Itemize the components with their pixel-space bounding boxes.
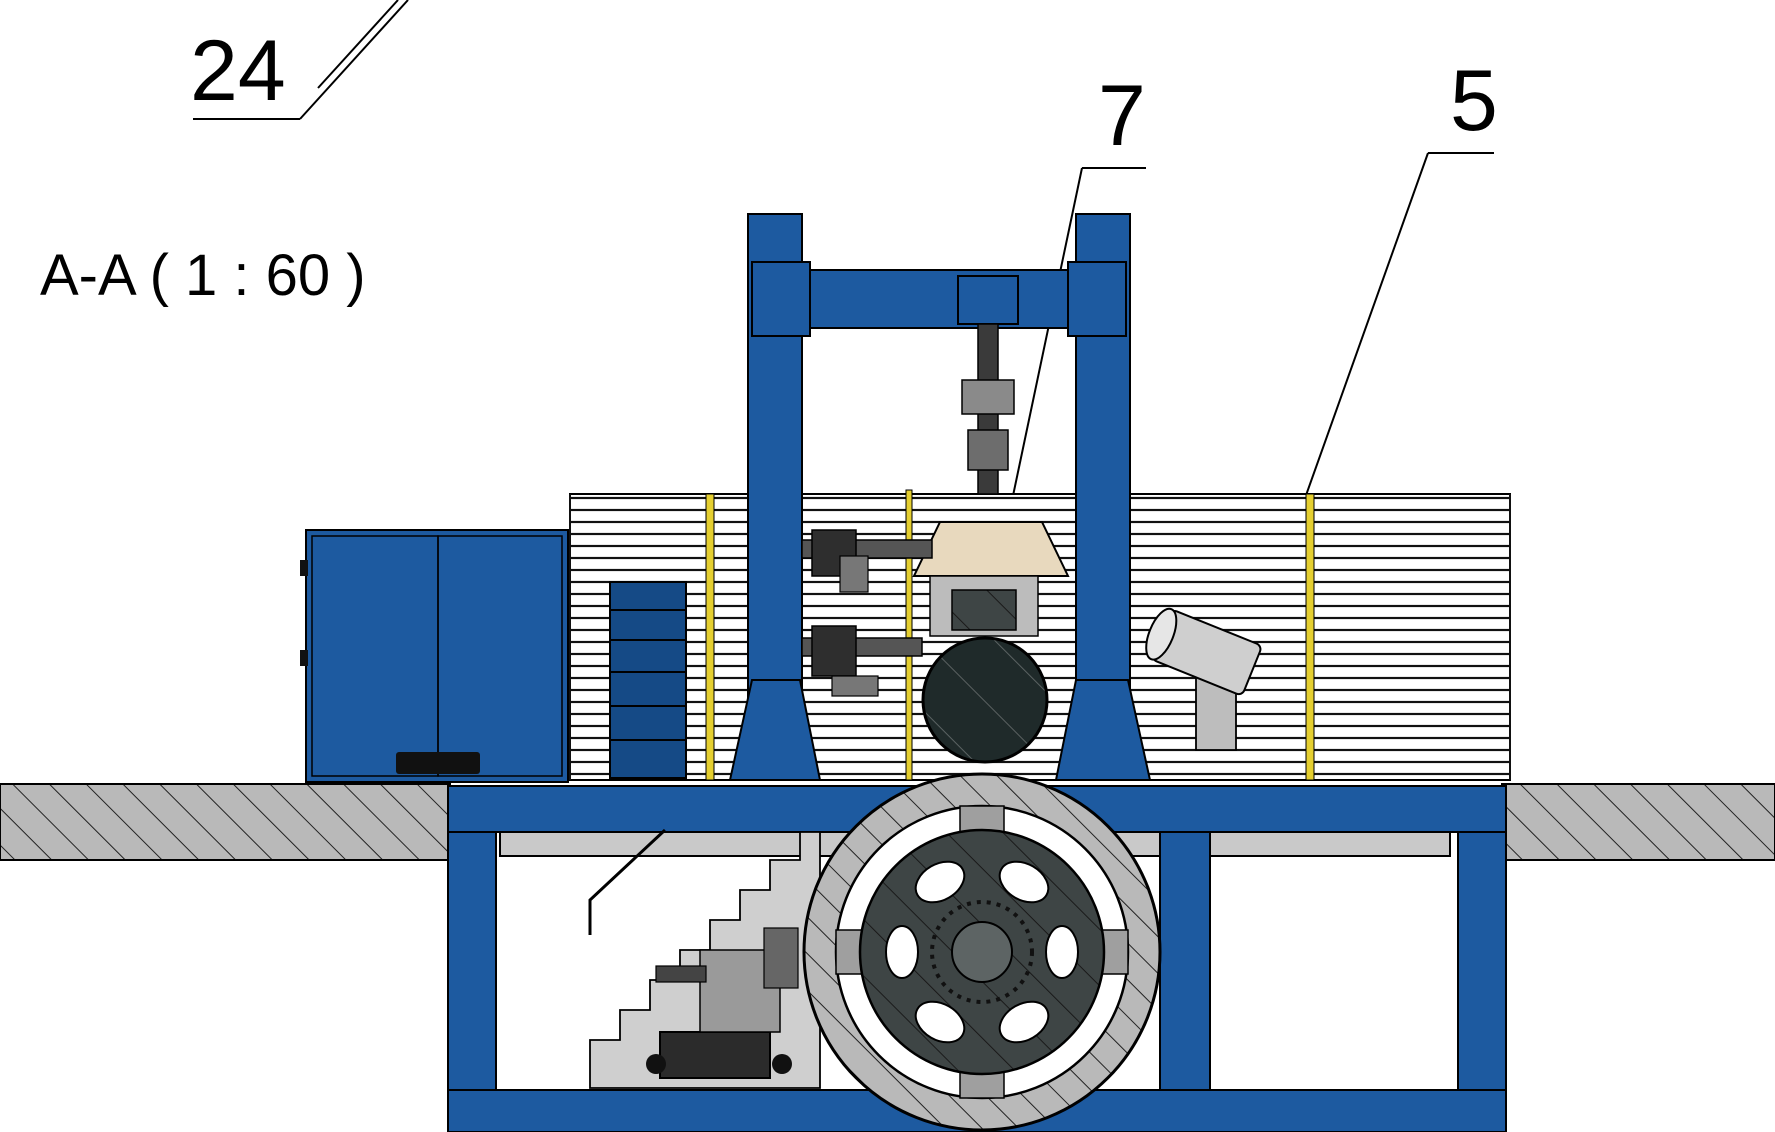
gantry-frame [728, 213, 1152, 781]
fence-post-yellow-1 [705, 493, 715, 781]
callout-7-label: 7 [1098, 68, 1146, 164]
center-tank [921, 636, 1049, 764]
ground-slab-left [0, 783, 451, 861]
fence-post-yellow-3 [905, 489, 913, 781]
camera-lens [1145, 607, 1178, 661]
callout-7-leader [1009, 167, 1083, 511]
cabinet-hinge [300, 560, 308, 576]
hoist-assembly [961, 323, 1015, 495]
gantry-joint-left [751, 261, 811, 337]
lower-column-mid [1159, 831, 1211, 1132]
cabinet-vent [396, 752, 480, 774]
callout-7: 7 [1009, 68, 1146, 511]
welding-arm-lower [801, 625, 923, 697]
material-hopper [912, 521, 1070, 637]
stair-handrail [588, 828, 667, 935]
cabinet-door-right [437, 535, 563, 777]
control-cabinet [609, 581, 687, 779]
wheel-bolt-circle [930, 900, 1034, 1004]
callout-24-leader-2 [317, 0, 399, 89]
cabinet-body [305, 529, 569, 783]
callout-24: 24 [190, 0, 409, 120]
welding-arm-upper [801, 529, 933, 593]
hopper-body [912, 521, 1070, 577]
wheel-openings [885, 860, 1079, 1044]
gantry-crossbeam [801, 269, 1077, 329]
wheel-center-hub [951, 921, 1013, 983]
gantry-joint-right [1067, 261, 1127, 337]
gantry-center-block [957, 275, 1019, 325]
callout-24-label: 24 [190, 23, 286, 119]
hoist-motor [961, 379, 1015, 415]
view-title: A-A ( 1 : 60 ) [40, 243, 366, 308]
rotary-wheel [802, 772, 1162, 1132]
gantry-base-right [1054, 679, 1152, 781]
inspection-camera [1145, 607, 1262, 751]
trolley-body [659, 1031, 771, 1079]
cabinet-hinge [300, 650, 308, 666]
callout-24-leader [299, 0, 409, 120]
callout-5-label: 5 [1450, 53, 1498, 149]
gantry-base-left [728, 679, 822, 781]
transfer-trolley [646, 927, 799, 1079]
control-cabinet-body [609, 581, 687, 779]
fence-post-yellow-2 [1305, 493, 1315, 781]
electrical-cabinet [300, 529, 569, 783]
lower-column-left [447, 831, 497, 1132]
ground-slab-right [1501, 783, 1775, 861]
camera-mount [1195, 675, 1237, 751]
lower-column-right [1457, 831, 1507, 1132]
